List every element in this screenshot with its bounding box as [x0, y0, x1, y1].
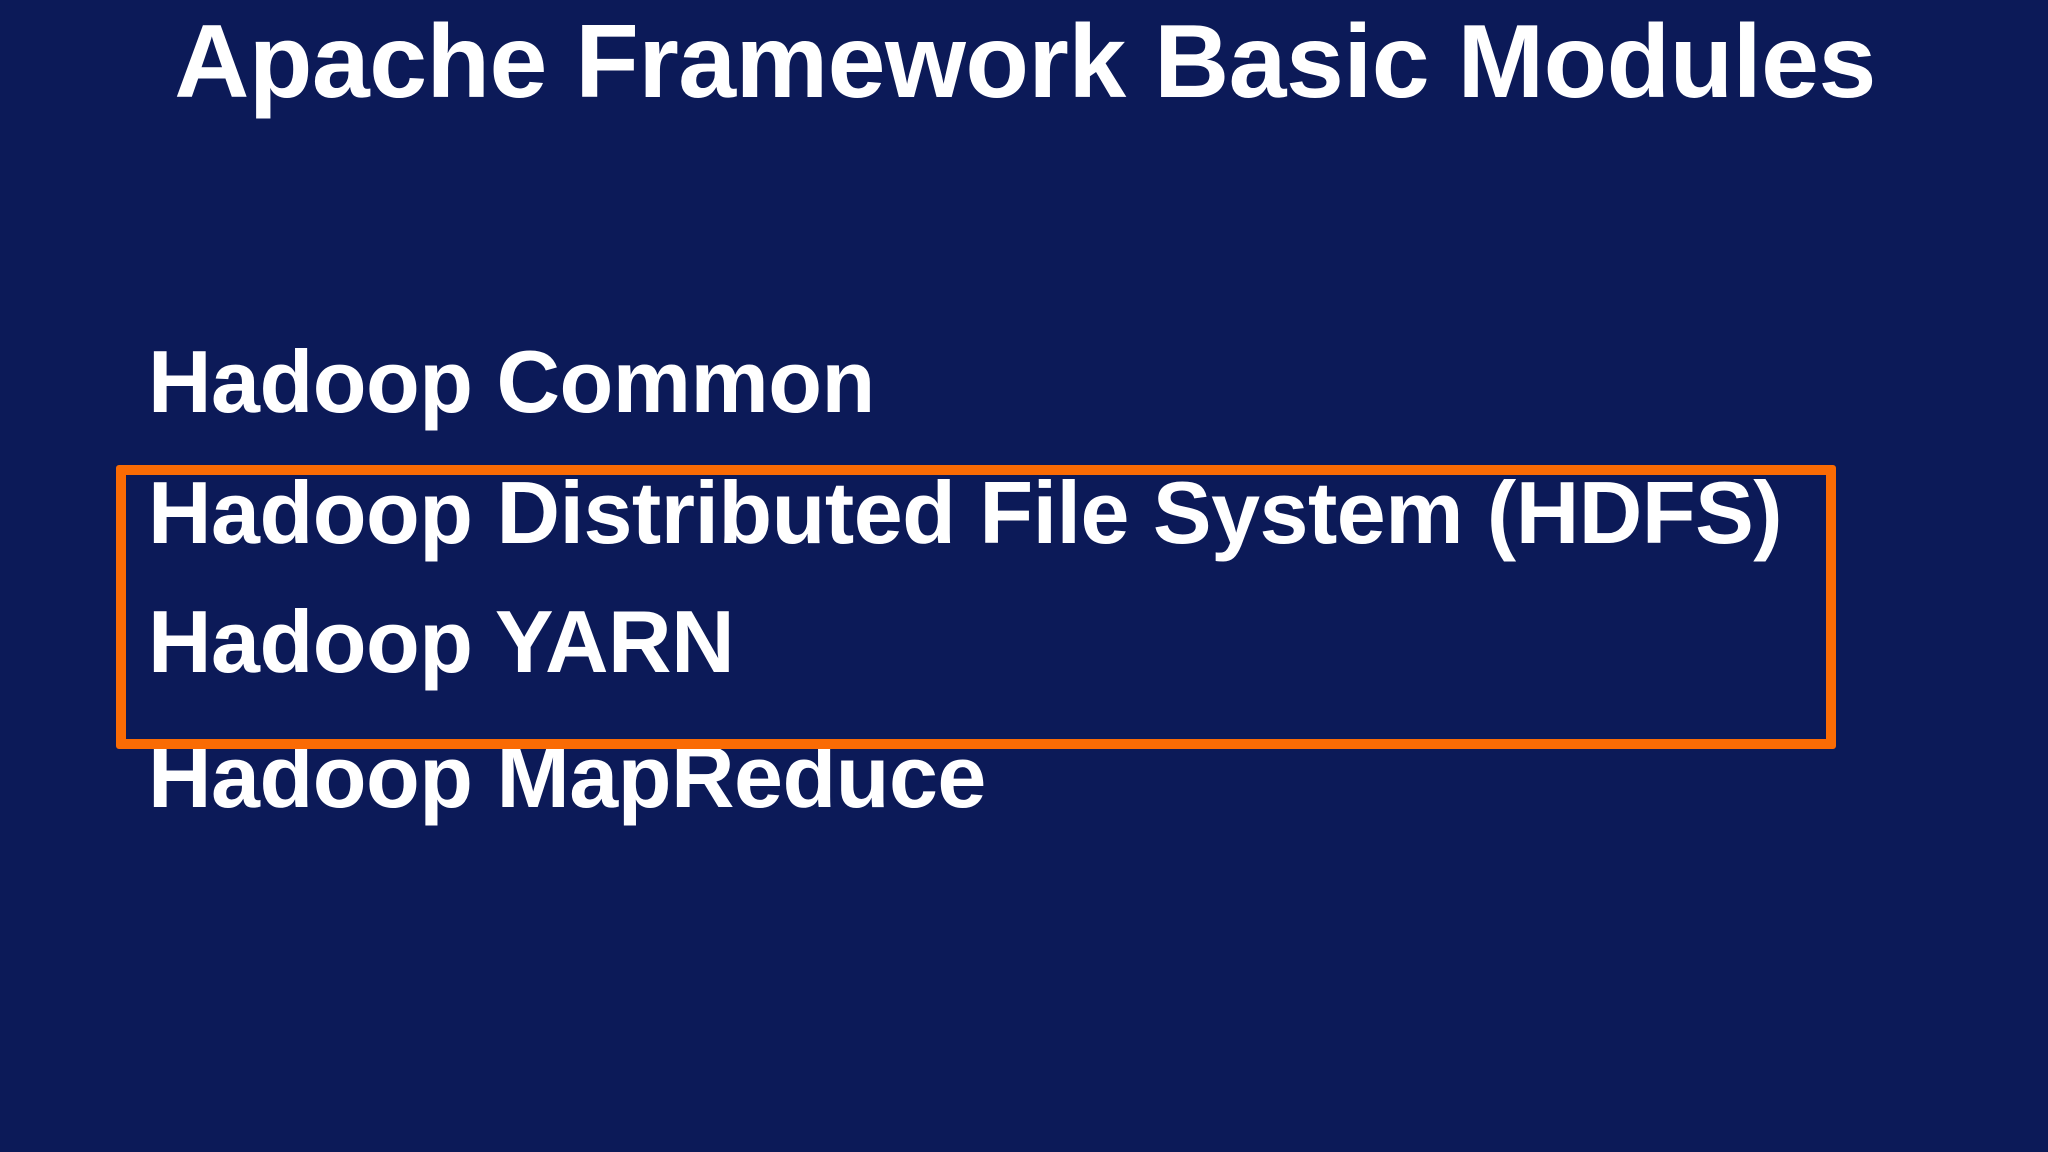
page-title: Apache Framework Basic Modules	[174, 4, 1876, 120]
list-item-hadoop-common: Hadoop Common	[148, 332, 875, 431]
list-item-hadoop-mapreduce: Hadoop MapReduce	[148, 727, 986, 826]
module-list: Hadoop Common Hadoop Distributed File Sy…	[148, 330, 1908, 828]
list-item-hadoop-yarn: Hadoop YARN	[148, 592, 735, 691]
list-item-hadoop-hdfs: Hadoop Distributed File System (HDFS)	[148, 463, 1783, 562]
